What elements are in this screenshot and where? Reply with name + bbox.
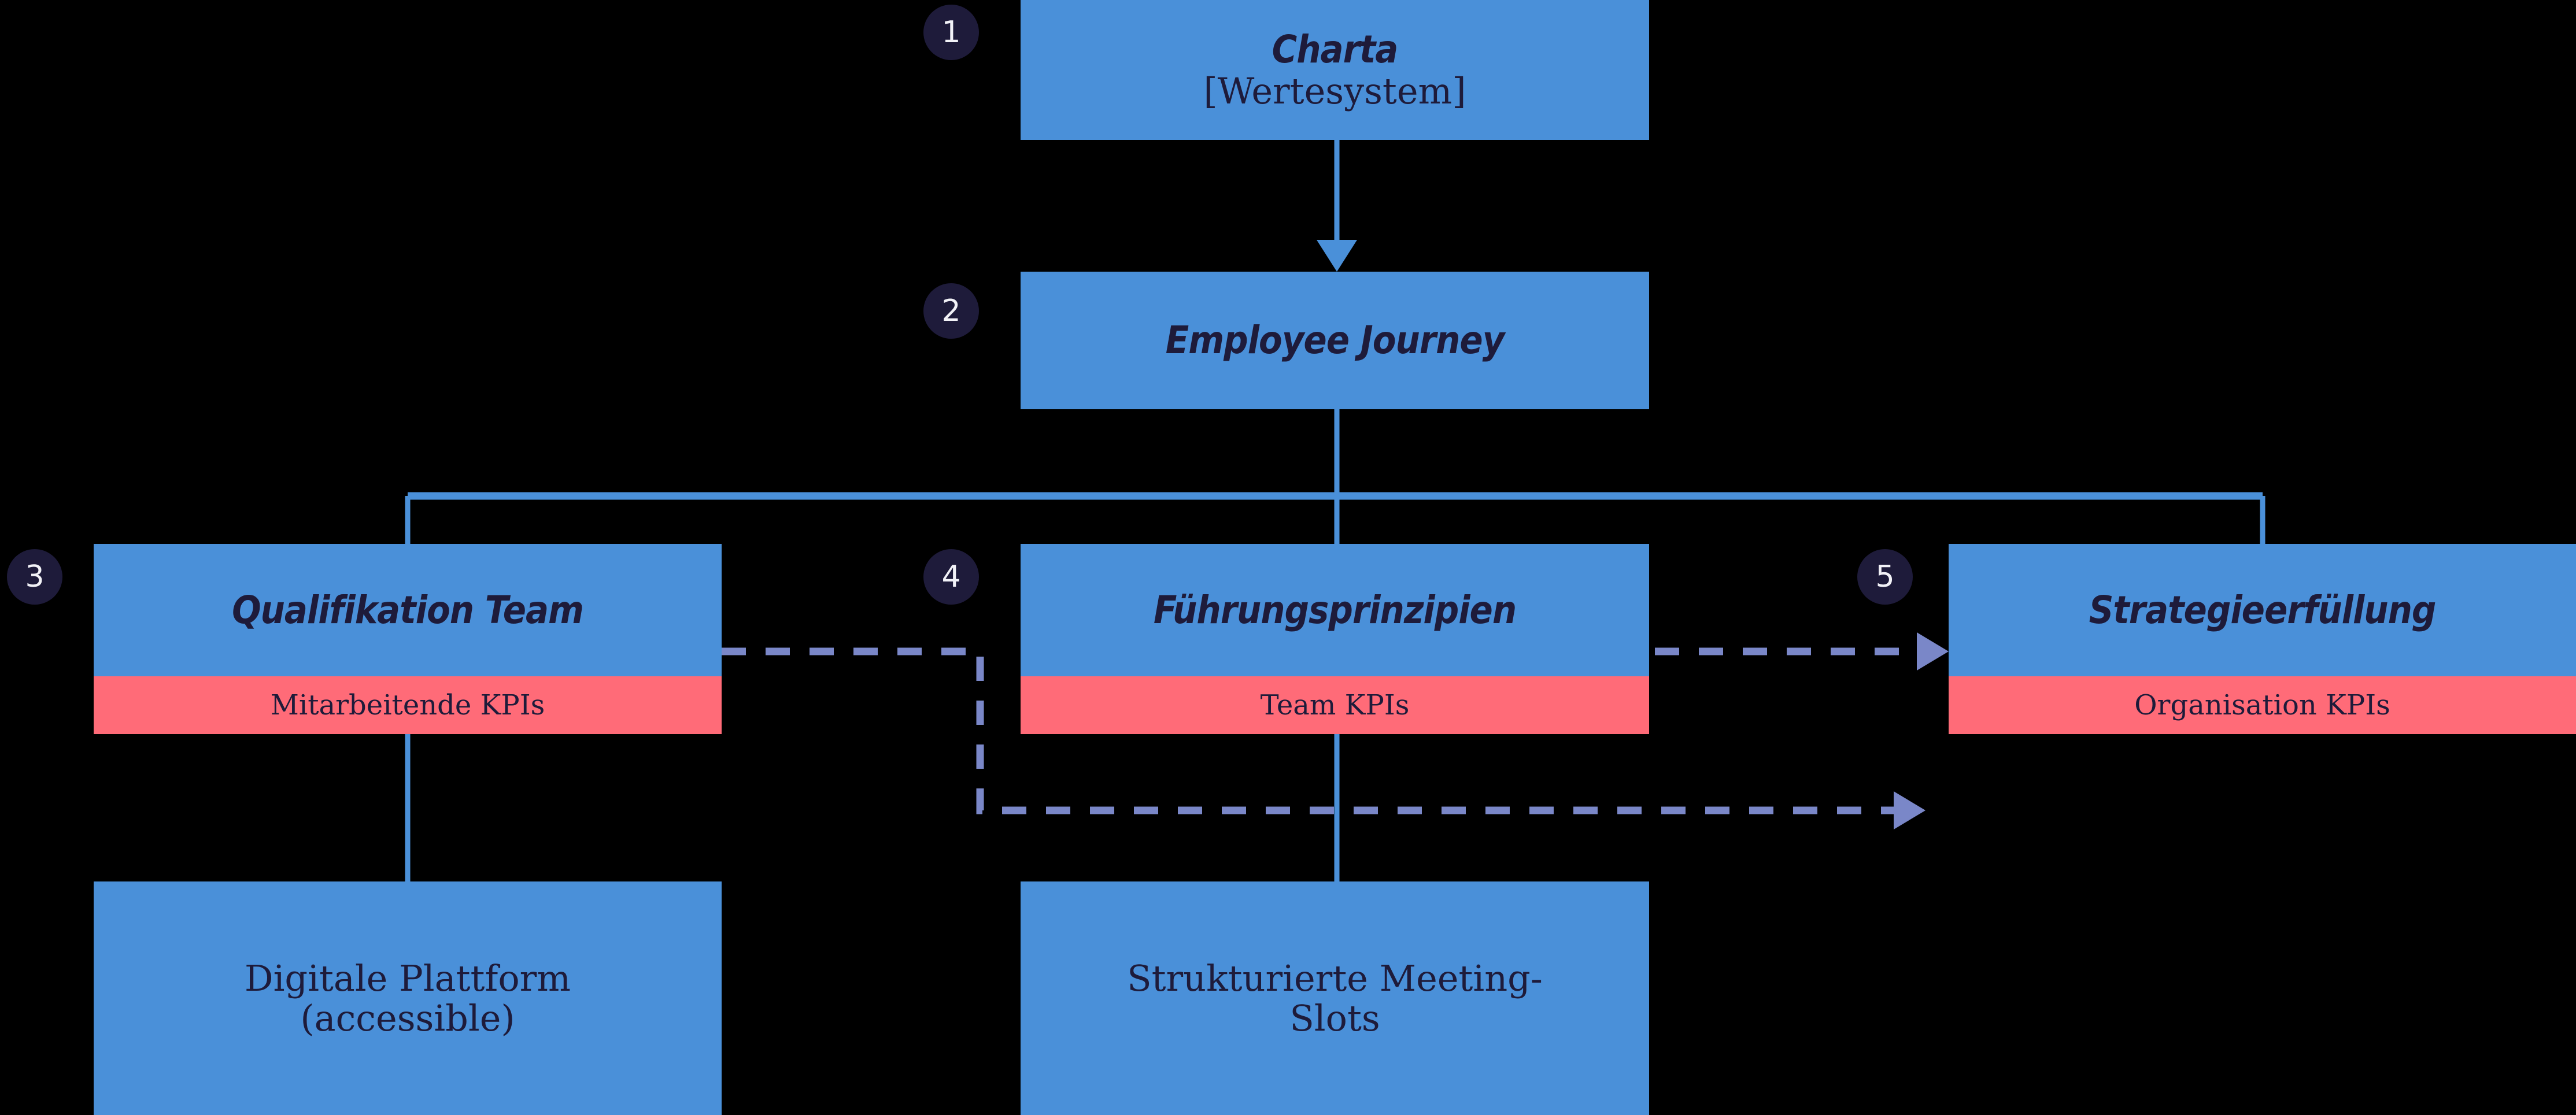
node-employee-journey-title: Employee Journey	[1165, 318, 1505, 363]
node-fuehrungsprinzipien[interactable]: Führungsprinzipien Team KPIs	[1021, 544, 1649, 734]
node-charta-subtitle: [Wertesystem]	[1203, 70, 1466, 113]
node-charta-text: Charta [Wertesystem]	[1021, 0, 1649, 140]
node-qualifikation-team-title: Qualifikation Team	[232, 587, 584, 632]
badge-charta: 1	[923, 5, 979, 60]
kpi-band-team-label: Team KPIs	[1260, 689, 1410, 721]
node-digitale-plattform-line2: (accessible)	[300, 997, 515, 1039]
kpi-band-mitarbeitende: Mitarbeitende KPIs	[94, 676, 722, 734]
node-meeting-slots-line1: Strukturierte Meeting-	[1127, 957, 1543, 999]
badge-fuehrungsprinzipien: 4	[923, 549, 979, 605]
node-digitale-plattform[interactable]: Digitale Plattform (accessible)	[94, 881, 722, 1115]
kpi-band-organisation: Organisation KPIs	[1949, 676, 2576, 734]
badge-employee-journey-label: 2	[941, 294, 961, 328]
kpi-band-team: Team KPIs	[1021, 676, 1649, 734]
badge-qualifikation-team-label: 3	[25, 560, 45, 594]
node-employee-journey-text: Employee Journey	[1021, 272, 1649, 409]
connector-journey-to-bus	[405, 409, 2265, 544]
node-strategieerfuellung-title: Strategieerfüllung	[2089, 587, 2437, 632]
node-qualifikation-team-text: Qualifikation Team	[94, 544, 722, 676]
kpi-band-organisation-label: Organisation KPIs	[2134, 689, 2390, 721]
node-digitale-plattform-text: Digitale Plattform (accessible)	[94, 881, 722, 1115]
badge-strategieerfuellung: 5	[1857, 549, 1913, 605]
node-strategieerfuellung-text: Strategieerfüllung	[1949, 544, 2576, 676]
node-meeting-slots-text: Strukturierte Meeting- Slots	[1021, 881, 1649, 1115]
badge-charta-label: 1	[941, 15, 961, 50]
node-digitale-plattform-line1: Digitale Plattform	[244, 957, 571, 999]
badge-fuehrungsprinzipien-label: 4	[941, 560, 961, 594]
node-charta-title: Charta	[1272, 27, 1399, 72]
badge-qualifikation-team: 3	[7, 549, 62, 605]
node-meeting-slots[interactable]: Strukturierte Meeting- Slots	[1021, 881, 1649, 1115]
node-charta[interactable]: Charta [Wertesystem]	[1021, 0, 1649, 140]
node-meeting-slots-line2: Slots	[1289, 997, 1380, 1039]
node-employee-journey[interactable]: Employee Journey	[1021, 272, 1649, 409]
kpi-band-mitarbeitende-label: Mitarbeitende KPIs	[270, 689, 545, 721]
connector-fuehrung-to-strategie	[1655, 632, 1949, 671]
badge-employee-journey: 2	[923, 283, 979, 339]
node-qualifikation-team[interactable]: Qualifikation Team Mitarbeitende KPIs	[94, 544, 722, 734]
node-fuehrungsprinzipien-title: Führungsprinzipien	[1153, 587, 1517, 632]
node-fuehrungsprinzipien-text: Führungsprinzipien	[1021, 544, 1649, 676]
node-strategieerfuellung[interactable]: Strategieerfüllung Organisation KPIs	[1949, 544, 2576, 734]
badge-strategieerfuellung-label: 5	[1875, 560, 1895, 594]
connector-charta-to-journey	[1317, 140, 1357, 272]
